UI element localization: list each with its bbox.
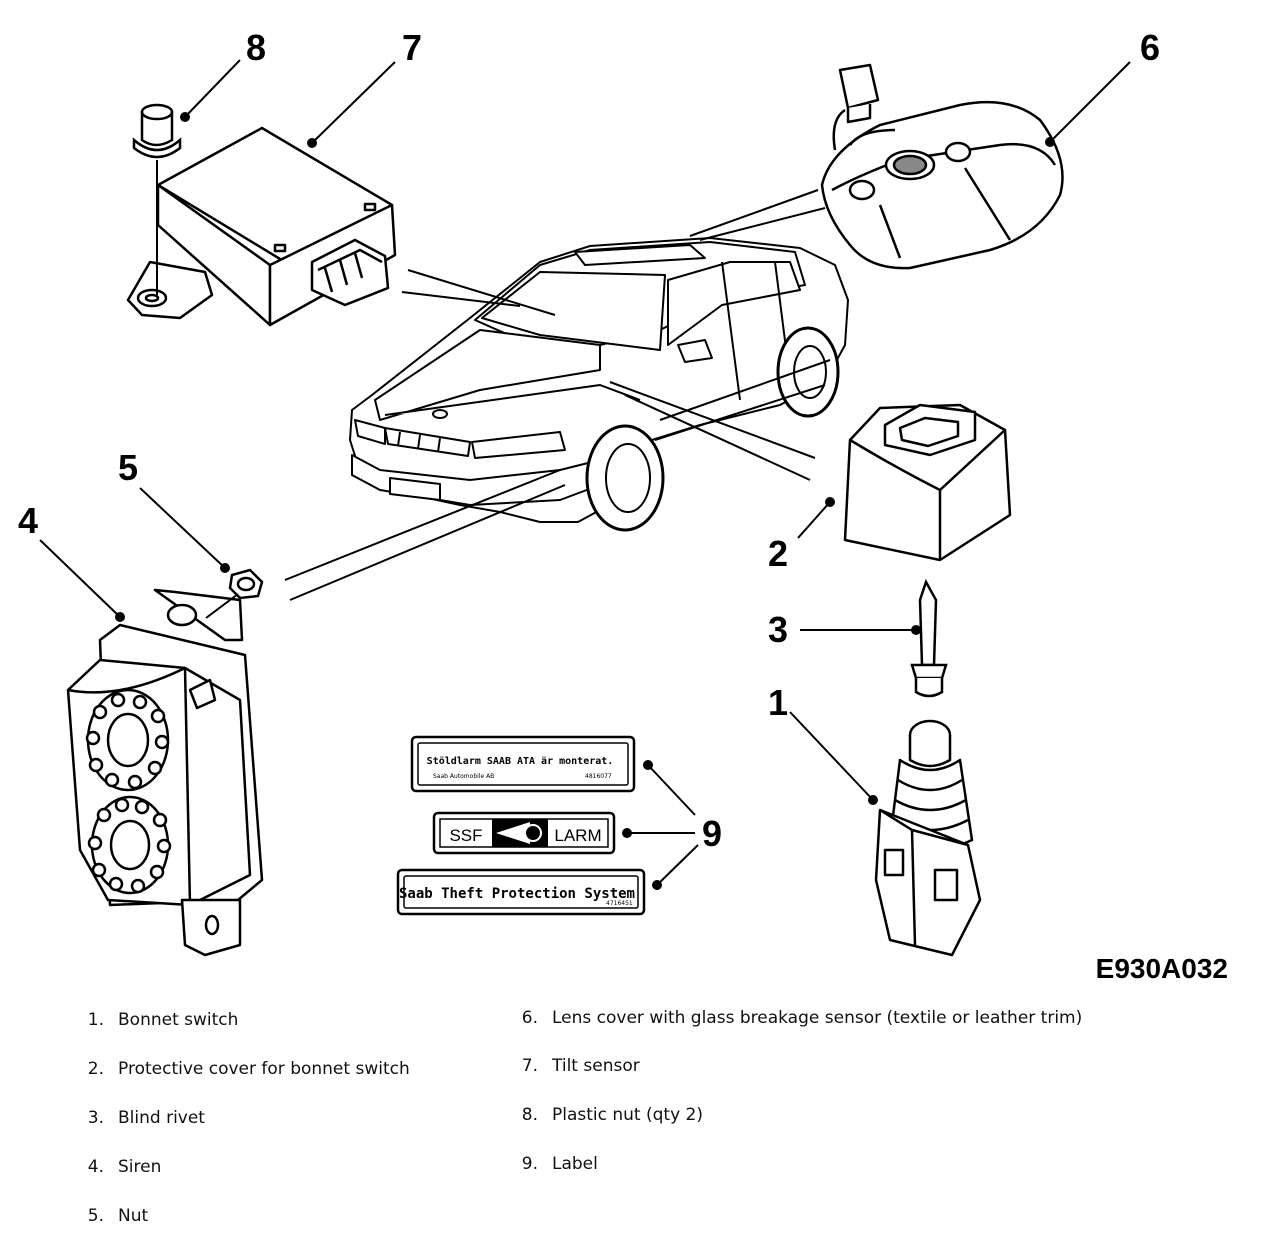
label1-code: 4816077 bbox=[585, 773, 612, 780]
legend-text: Tilt sensor bbox=[552, 1056, 640, 1076]
callout-8: 8 bbox=[246, 27, 266, 68]
warning-label-2: SSF LARM bbox=[432, 811, 616, 855]
legend-text: Lens cover with glass breakage sensor (t… bbox=[552, 1008, 1083, 1028]
legend-num: 3. bbox=[87, 1108, 104, 1128]
label1-line1: Stöldlarm SAAB ATA är monterat. bbox=[427, 756, 614, 767]
plastic-nut-illustration bbox=[132, 103, 182, 295]
warning-label-3: Saab Theft Protection System 4716451 bbox=[396, 868, 646, 916]
legend-num: 5. bbox=[87, 1206, 104, 1226]
legend-item: 3. Blind rivet bbox=[74, 1108, 205, 1128]
legend-text: Protective cover for bonnet switch bbox=[118, 1059, 410, 1079]
callout-4: 4 bbox=[18, 500, 38, 541]
siren-illustration bbox=[66, 588, 264, 957]
callout-6: 6 bbox=[1140, 27, 1160, 68]
callout-3: 3 bbox=[768, 609, 788, 650]
legend-text: Bonnet switch bbox=[118, 1010, 239, 1030]
label3-code: 4716451 bbox=[606, 900, 633, 907]
legend-num: 2. bbox=[87, 1059, 104, 1079]
legend-text: Nut bbox=[118, 1206, 149, 1226]
legend-text: Label bbox=[552, 1154, 598, 1174]
label2-left: SSF bbox=[449, 826, 482, 845]
bonnet-switch-illustration bbox=[874, 719, 982, 957]
legend-item: 1. Bonnet switch bbox=[74, 1010, 239, 1030]
callout-2: 2 bbox=[768, 533, 788, 574]
legend-text: Siren bbox=[118, 1157, 162, 1177]
callout-1: 1 bbox=[768, 682, 788, 723]
legend-item: 6. Lens cover with glass breakage sensor … bbox=[508, 1008, 1082, 1028]
legend-text: Blind rivet bbox=[118, 1108, 205, 1128]
callout-dots bbox=[115, 112, 1055, 890]
nut-illustration bbox=[205, 568, 264, 619]
protective-cover-illustration bbox=[843, 403, 1012, 562]
label3-text: Saab Theft Protection System bbox=[399, 886, 635, 902]
legend-num: 6. bbox=[521, 1008, 538, 1028]
leader-lines bbox=[39, 59, 1131, 886]
tilt-sensor-illustration bbox=[126, 126, 397, 327]
legend-item: 2. Protective cover for bonnet switch bbox=[74, 1059, 410, 1079]
exploded-parts-diagram: Stöldlarm SAAB ATA är monterat. Saab Aut… bbox=[18, 27, 1228, 984]
legend-item: 5. Nut bbox=[74, 1206, 148, 1226]
callout-5: 5 bbox=[118, 447, 138, 488]
figure-code: E930A032 bbox=[1096, 953, 1228, 984]
blind-rivet-illustration bbox=[910, 578, 948, 698]
legend-text: Plastic nut (qty 2) bbox=[552, 1105, 704, 1125]
legend-num: 4. bbox=[87, 1157, 104, 1177]
label2-right: LARM bbox=[554, 826, 601, 845]
legend-item: 7. Tilt sensor bbox=[508, 1056, 640, 1076]
legend-item: 4. Siren bbox=[74, 1157, 162, 1177]
legend-num: 8. bbox=[521, 1105, 538, 1125]
legend-item: 9. Label bbox=[508, 1154, 598, 1174]
callout-9: 9 bbox=[702, 813, 722, 854]
lens-cover-illustration bbox=[820, 63, 1064, 270]
car-illustration bbox=[349, 237, 849, 532]
legend-item: 8. Plastic nut (qty 2) bbox=[508, 1105, 703, 1125]
legend-num: 7. bbox=[521, 1056, 538, 1076]
legend-num: 9. bbox=[521, 1154, 538, 1174]
warning-label-1: Stöldlarm SAAB ATA är monterat. Saab Aut… bbox=[410, 735, 636, 793]
label1-line2: Saab Automobile AB bbox=[433, 773, 494, 780]
callout-7: 7 bbox=[402, 27, 422, 68]
legend-num: 1. bbox=[87, 1010, 104, 1030]
